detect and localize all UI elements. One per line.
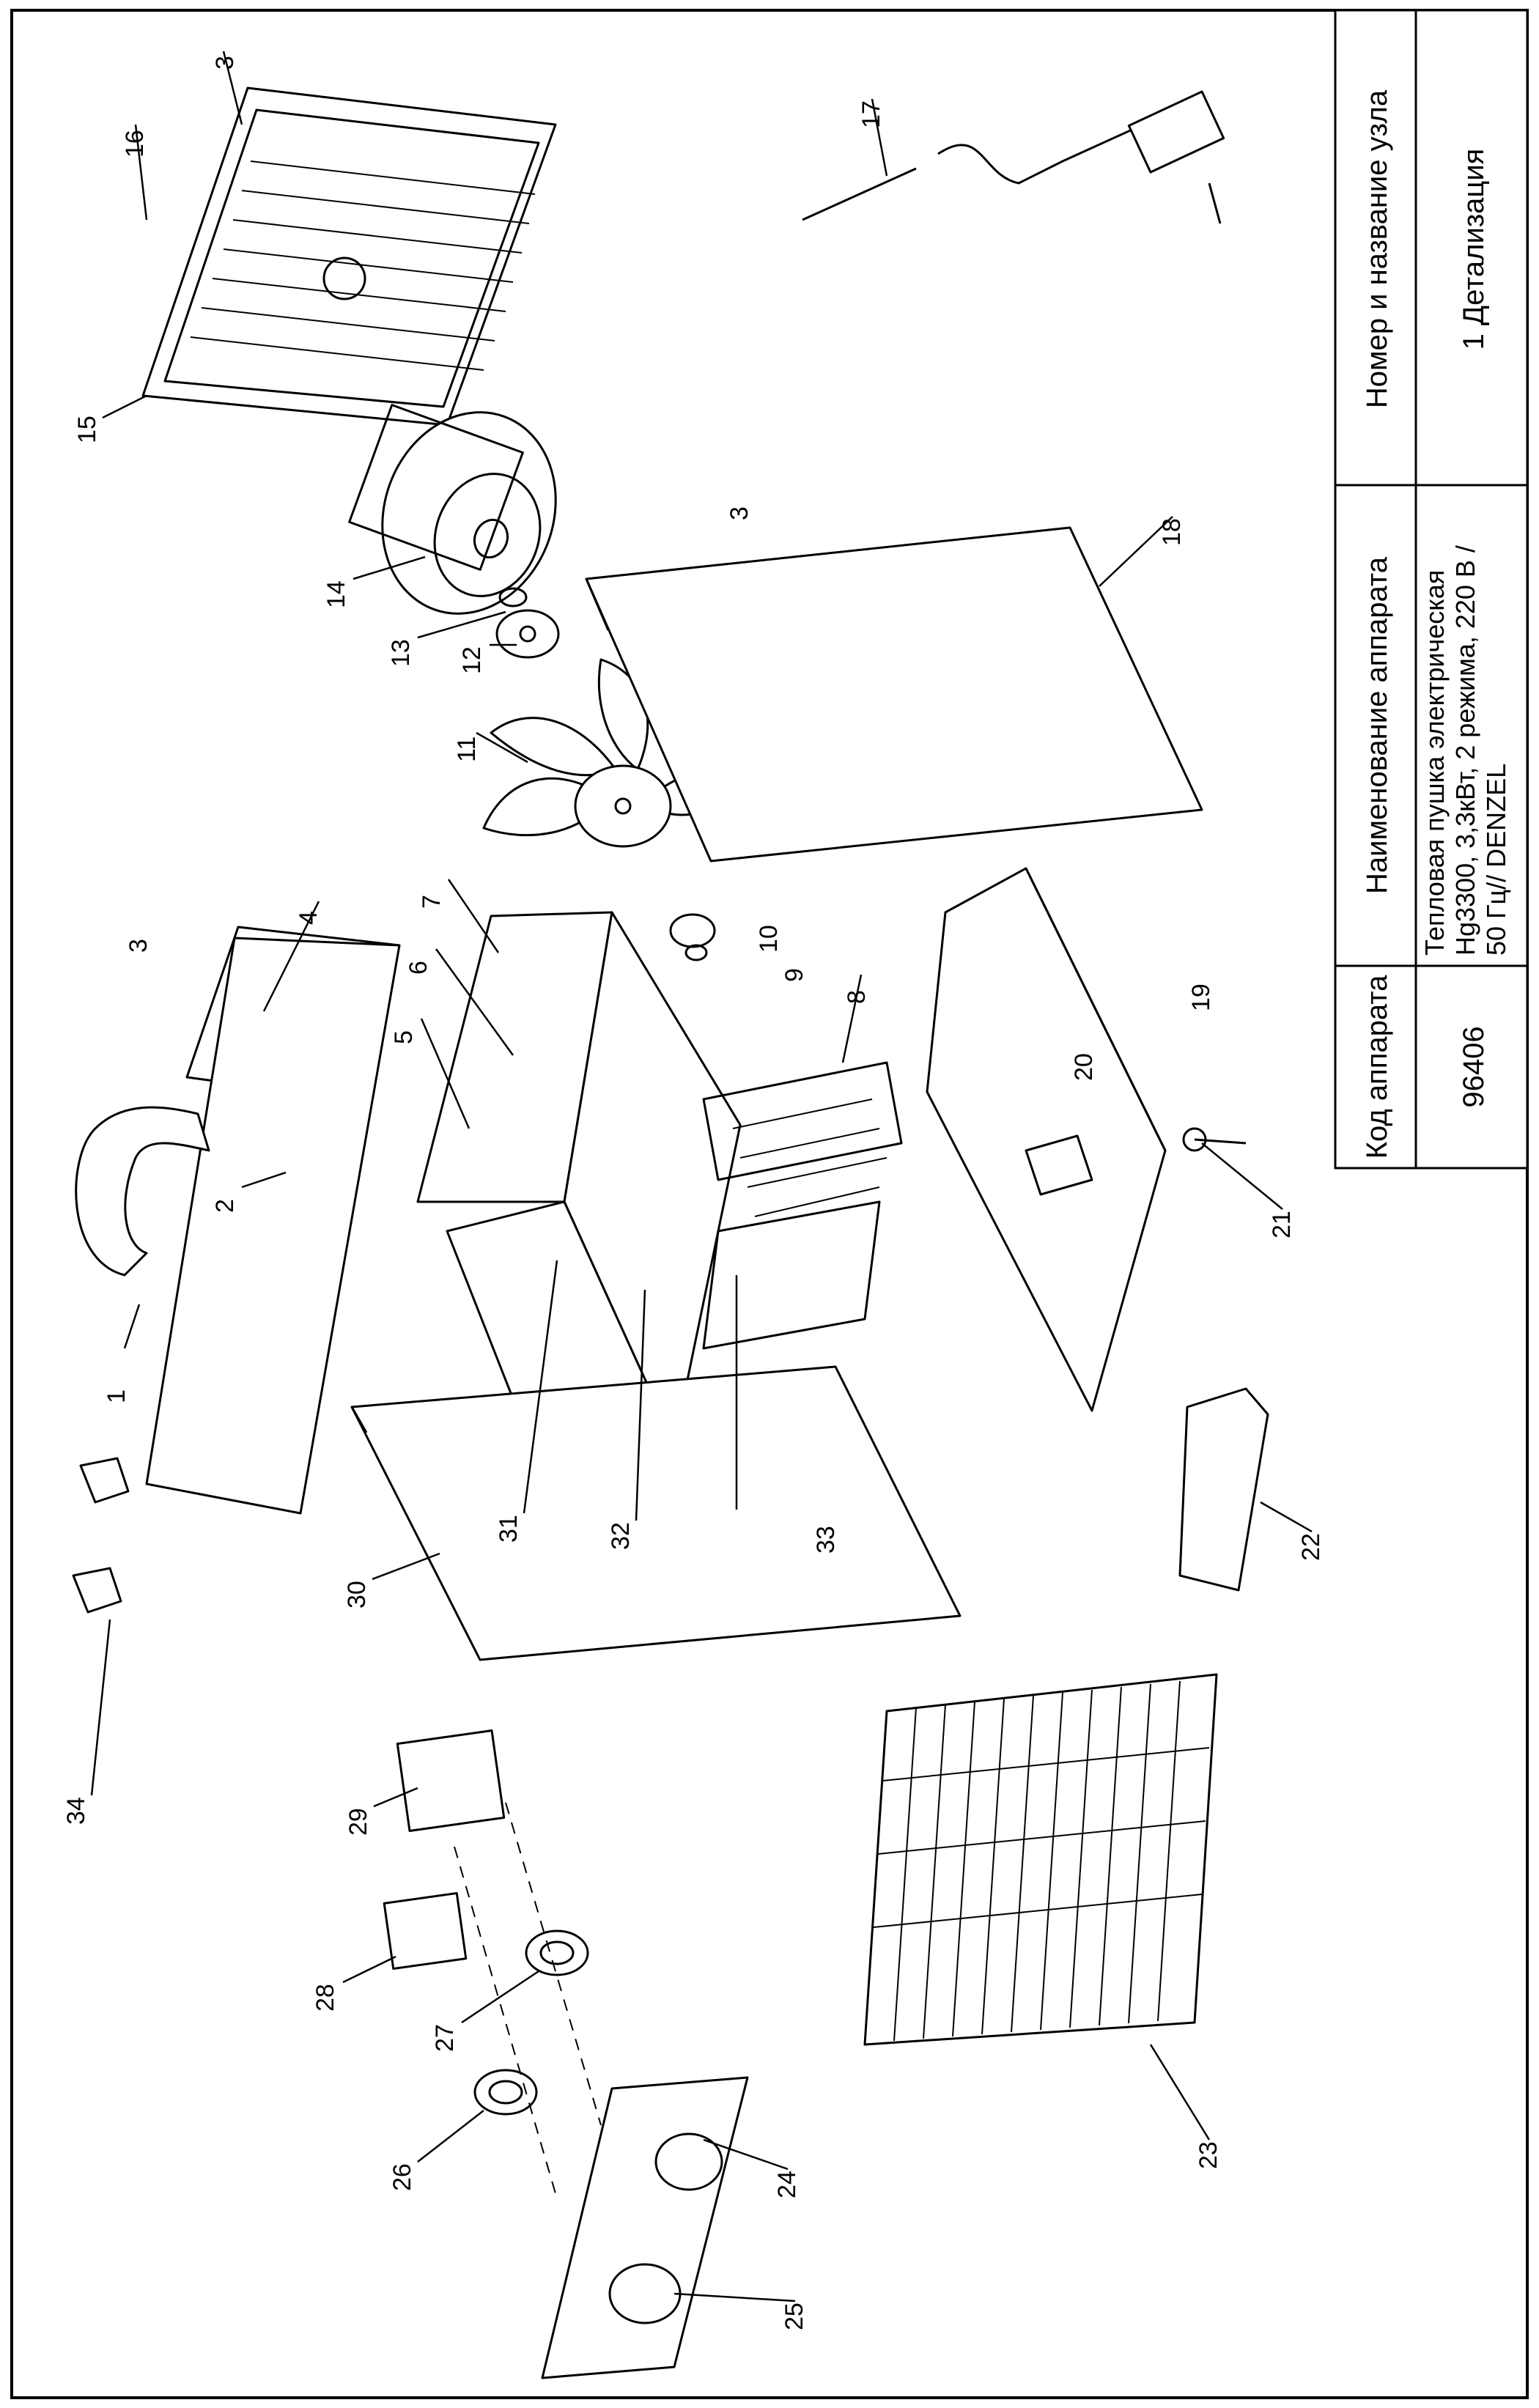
callout-9: 9 [780,968,808,982]
side-panel-30-part [350,1365,962,1661]
rear-grille-part [141,86,557,426]
callout-33: 33 [812,1526,840,1554]
alignment-lines [454,1802,602,2199]
callout-17: 17 [857,100,885,128]
callout-1: 1 [103,1389,130,1403]
unit-value: 1 Детализация [1458,149,1490,350]
callout-13: 13 [387,639,415,667]
ring-27-part [525,1929,589,1976]
callout-2: 2 [211,1199,239,1213]
callout-4: 4 [295,911,322,925]
heating-element-part [702,1061,903,1350]
top-cover-part [145,926,401,1515]
callout-11: 11 [453,736,481,762]
callout-21: 21 [1268,1211,1296,1238]
callout-29: 29 [344,1808,372,1836]
fan-motor-part [348,404,557,615]
callout-14: 14 [322,580,350,608]
callout-15: 15 [73,416,101,443]
foot-21-part [1182,1127,1247,1152]
callout-10: 10 [755,925,783,953]
front-grille-part [863,1673,1218,2046]
callout-3-left: 3 [125,939,152,953]
callout-25: 25 [780,2302,808,2330]
fan-impeller-part [482,658,727,848]
housing-part [416,911,742,1456]
unit-header: Номер и название узла [1361,89,1393,408]
callout-24: 24 [773,2171,801,2198]
name-line-1: Тепловая пушка электрическая [1420,570,1450,956]
callout-labels: 1 2 3 3 3 4 5 6 7 8 9 10 11 12 13 14 15 … [62,56,1325,2330]
hub-12-part [495,609,560,659]
callout-30: 30 [343,1581,371,1609]
callout-27: 27 [431,2024,459,2052]
clip-34b-part [79,1457,130,1504]
callout-7: 7 [418,895,446,909]
callout-31: 31 [495,1515,523,1543]
callout-12: 12 [458,646,486,674]
callout-6: 6 [405,961,432,975]
callout-26: 26 [388,2163,416,2191]
callout-3-top: 3 [211,56,239,70]
thermostat-29-part [396,1729,506,1832]
callout-16: 16 [121,130,149,158]
deflector-22-part [1178,1387,1269,1592]
callout-19: 19 [1187,983,1215,1011]
callout-20: 20 [1070,1053,1098,1081]
leader-lines [90,51,1313,2302]
name-line-3: 50 Гц// DENZEL [1481,764,1511,956]
callout-23: 23 [1195,2141,1222,2169]
bottom-plate-part [926,867,1167,1412]
callout-28: 28 [311,1984,339,2012]
knob-24-part [654,2132,723,2191]
power-cord-part [802,90,1225,224]
name-line-2: Hg3300, 3,3кВт, 2 режима, 220 В / [1450,545,1480,956]
knob-25-part [608,2263,682,2324]
nut-9-part [684,944,708,961]
callout-34: 34 [62,1797,90,1825]
callout-32: 32 [607,1522,635,1550]
title-block: Код аппарата 96406 Наименование аппарата… [1334,9,1529,1170]
clip-34a-part [72,1567,122,1614]
code-value: 96406 [1458,1026,1490,1107]
drawing-frame [10,9,1529,2399]
side-panel-18-part [585,526,1203,863]
switch-28-part [383,1891,468,1971]
name-header: Наименование аппарата [1361,556,1393,894]
callout-3-right: 3 [726,506,753,520]
callout-22: 22 [1297,1533,1325,1561]
callout-18: 18 [1158,518,1186,546]
bracket-20-part [1025,1134,1093,1196]
ring-26-part [473,2069,538,2116]
washer-13-part [498,587,528,607]
gasket-10-part [669,913,716,948]
handle-part [75,1106,210,1277]
control-panel-part [541,2076,749,2379]
code-header: Код аппарата [1361,975,1393,1159]
callout-5: 5 [390,1030,418,1044]
